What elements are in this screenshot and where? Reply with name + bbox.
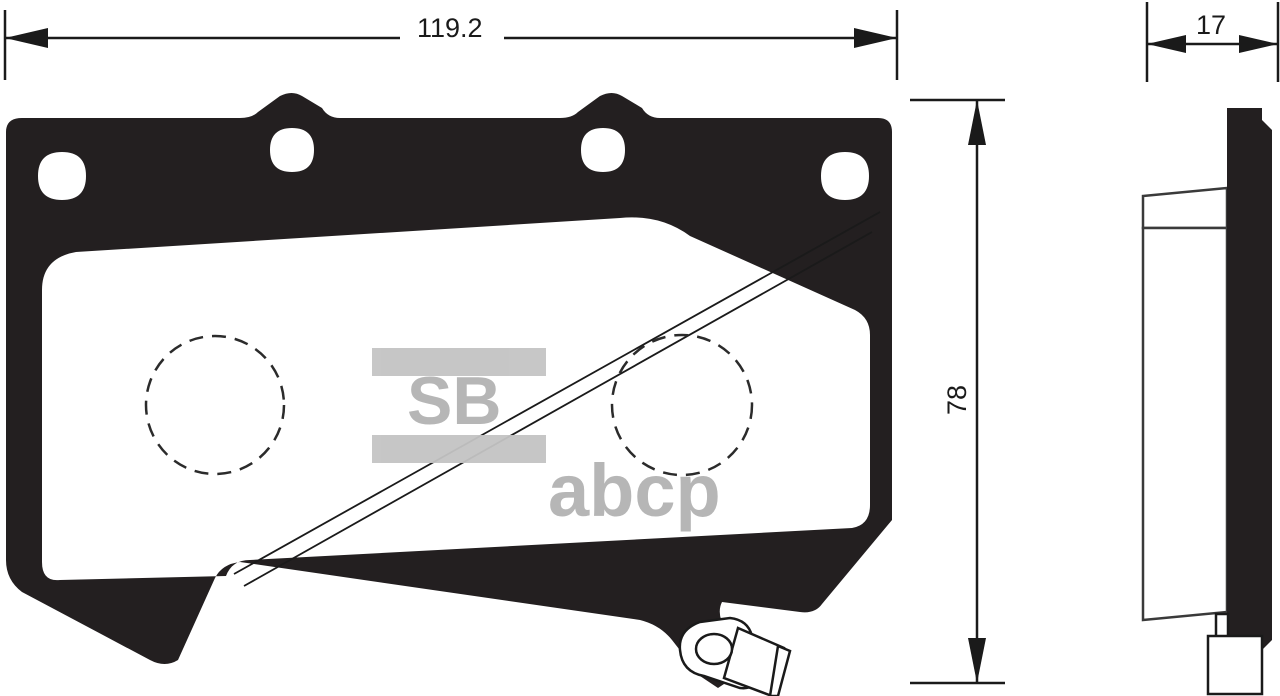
watermark-site-text: abcp	[548, 449, 721, 532]
watermark-bar-bottom	[372, 435, 546, 463]
sensor-block-side	[768, 644, 792, 696]
width-arrow-right-icon	[854, 28, 897, 48]
piston-circle-right	[610, 333, 754, 477]
width-label-backdrop	[400, 12, 504, 42]
lining-edge-line-outer	[233, 211, 881, 575]
piston-contact-circles	[144, 333, 754, 477]
side-sensor-block	[1206, 634, 1264, 696]
thickness-label-backdrop	[1188, 8, 1230, 38]
thickness-dimension-label: 17	[1196, 10, 1226, 40]
lining-edge-line-inner	[243, 231, 873, 587]
sensor-block	[722, 626, 786, 696]
side-backing-plate-edge	[1262, 120, 1272, 650]
side-chamfer-block	[1141, 186, 1229, 230]
height-dimension: 78	[910, 98, 1005, 685]
watermark-logo-text: SB	[407, 363, 501, 439]
friction-lining-edge	[233, 211, 881, 587]
side-backing-plate	[1227, 108, 1262, 655]
watermark: SB abcp	[372, 348, 721, 532]
width-dimension-label: 119.2	[417, 13, 483, 43]
thickness-arrow-left-icon	[1147, 35, 1186, 53]
height-arrow-bottom-icon	[968, 638, 986, 683]
height-label-backdrop	[938, 365, 970, 421]
backing-plate-outline	[6, 93, 892, 688]
wear-sensor-clip	[678, 616, 792, 696]
side-view	[1141, 108, 1272, 696]
height-arrow-top-icon	[968, 100, 986, 145]
thickness-dimension: 17	[1145, 2, 1280, 82]
width-arrow-left-icon	[5, 28, 48, 48]
thickness-arrow-right-icon	[1239, 35, 1278, 53]
sensor-eyelet-hole	[694, 632, 734, 666]
side-friction-block	[1141, 226, 1229, 622]
width-dimension: 119.2	[3, 10, 899, 80]
height-dimension-label: 78	[942, 385, 972, 415]
piston-circle-left	[144, 334, 286, 476]
watermark-bar-top	[372, 348, 546, 376]
front-view	[6, 93, 892, 688]
